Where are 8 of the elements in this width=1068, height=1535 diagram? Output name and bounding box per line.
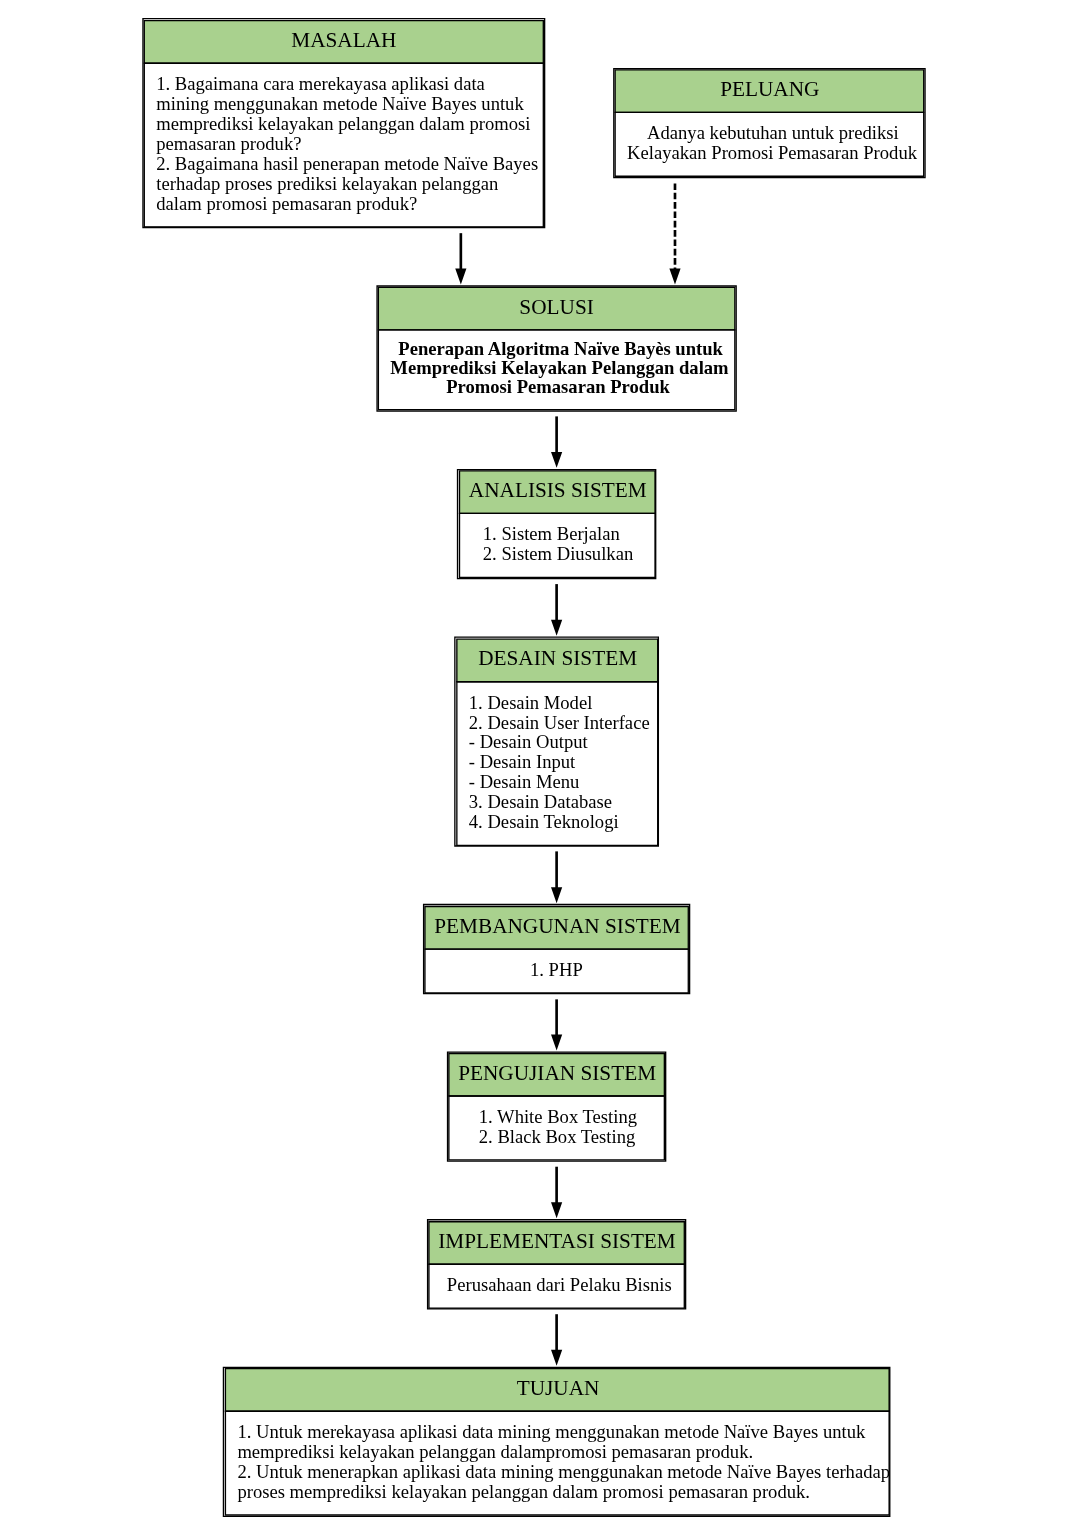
arrow [551,999,563,1051]
arrow [551,416,563,468]
arrow [455,233,467,285]
arrow [669,183,681,285]
arrow [551,1314,563,1366]
arrow [551,1166,563,1219]
arrow [551,584,563,636]
arrow [551,851,563,904]
